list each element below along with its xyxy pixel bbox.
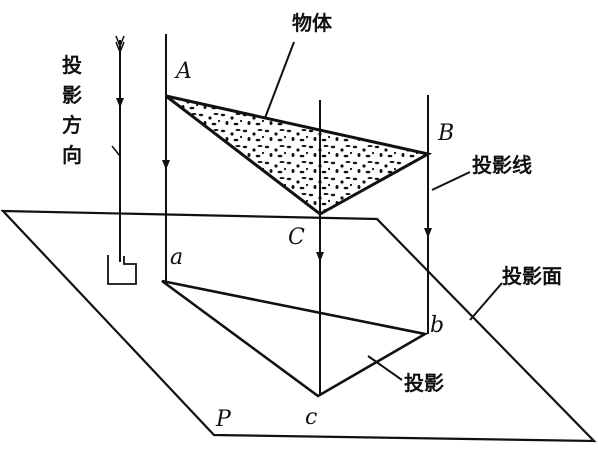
right-angle-symbol (107, 255, 137, 285)
projection-label: 投影 (404, 371, 444, 395)
point-A-label: A (174, 59, 192, 84)
leader-projection-line (431, 171, 471, 191)
projection-direction-char-1: 投 (62, 53, 82, 77)
projection-line-C (316, 100, 324, 396)
object-label: 物体 (292, 11, 333, 35)
point-C-label: C (288, 225, 305, 250)
point-a-label: a (170, 245, 183, 270)
projection-plane-label: 投影面 (502, 264, 562, 288)
projection-direction-arrow (111, 35, 125, 262)
point-c-label: c (305, 405, 317, 430)
projected-triangle (161, 279, 429, 398)
projection-line-A (162, 34, 170, 281)
projection-direction-char-3: 方 (62, 113, 82, 137)
projection-direction-char-2: 影 (62, 83, 82, 107)
leader-object (264, 41, 295, 119)
leader-projection-plane (469, 282, 503, 321)
point-b-label: b (430, 313, 444, 338)
point-B-label: B (437, 121, 454, 146)
object-triangle (165, 94, 433, 216)
projection-line-label: 投影线 (472, 153, 532, 177)
projection-direction-char-4: 向 (62, 143, 82, 167)
projection-plane (0, 209, 597, 443)
projection-line-B (424, 95, 432, 334)
leader-projection (367, 355, 403, 381)
plane-P-label: P (215, 407, 232, 432)
